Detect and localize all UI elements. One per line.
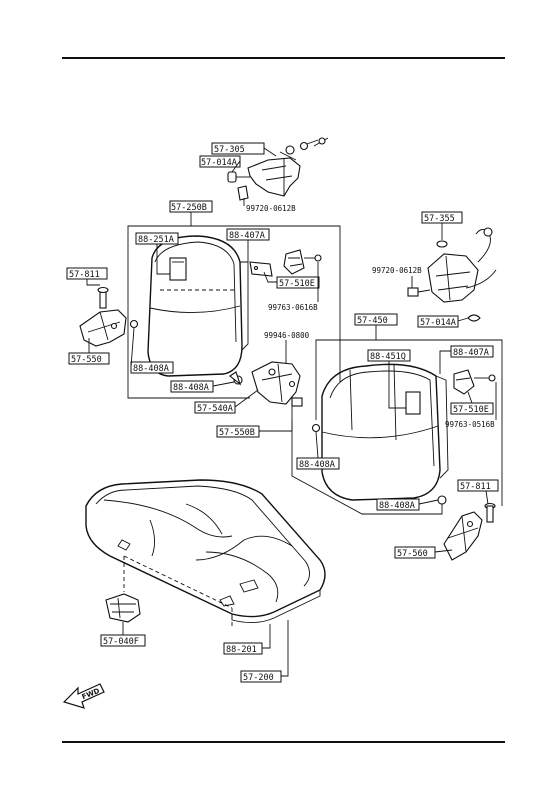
- striker-right: [453, 369, 496, 395]
- label-57-014a-top: 57-014A: [201, 158, 237, 168]
- label-57-450: 57-450: [357, 316, 388, 326]
- fwd-label: FWD: [81, 687, 101, 701]
- label-88-408a-left-2: 88-408A: [173, 383, 209, 393]
- label-99763-0516b-right: 99763-0516B: [445, 420, 495, 429]
- label-57-811-right: 57-811: [460, 482, 491, 492]
- label-57-811-left: 57-811: [69, 270, 100, 280]
- label-57-040f: 57-040F: [103, 637, 139, 647]
- label-57-560: 57-560: [397, 549, 428, 559]
- label-57-540a: 57-540A: [197, 404, 233, 414]
- label-57-355: 57-355: [424, 214, 455, 224]
- label-88-407a-left: 88-407A: [229, 231, 265, 241]
- label-57-510e-left: 57-510E: [279, 279, 315, 289]
- striker-left: [283, 249, 322, 275]
- right-seatback: [311, 363, 449, 505]
- left-seatback: [129, 235, 249, 386]
- label-57-305: 57-305: [214, 145, 245, 155]
- hinge-bracket-right: [443, 502, 496, 561]
- label-99946-0800: 99946-0800: [264, 331, 310, 340]
- recliner-mechanism-right: [407, 227, 497, 322]
- latch-plate-left: [249, 261, 273, 277]
- seat-cushion: [85, 479, 326, 623]
- label-88-408a-right-1: 88-408A: [299, 460, 335, 470]
- hinge-bracket-left: [79, 286, 127, 347]
- center-hinge: [251, 361, 303, 407]
- label-88-201: 88-201: [226, 645, 257, 655]
- forward-arrow-icon: FWD: [62, 683, 105, 709]
- label-99720-0612b-top: 99720-0612B: [246, 204, 296, 213]
- label-57-510e-right: 57-510E: [453, 405, 489, 415]
- label-88-407a-right: 88-407A: [453, 348, 489, 358]
- label-88-408a-right-2: 88-408A: [379, 501, 415, 511]
- label-57-250b: 57-250B: [171, 203, 207, 213]
- seat-cushion-bracket: [105, 593, 141, 623]
- label-99720-0612b-right: 99720-0612B: [372, 266, 422, 275]
- label-57-014a-right: 57-014A: [420, 318, 456, 328]
- label-88-251a: 88-251A: [138, 235, 174, 245]
- label-57-550: 57-550: [71, 355, 102, 365]
- recliner-bracket-top: [227, 137, 329, 206]
- label-57-550b: 57-550B: [219, 428, 255, 438]
- label-57-200: 57-200: [243, 673, 274, 683]
- label-99763-0616b-left: 99763-0616B: [268, 303, 318, 312]
- label-88-408a-left-1: 88-408A: [133, 364, 169, 374]
- label-88-451q: 88-451Q: [370, 352, 406, 362]
